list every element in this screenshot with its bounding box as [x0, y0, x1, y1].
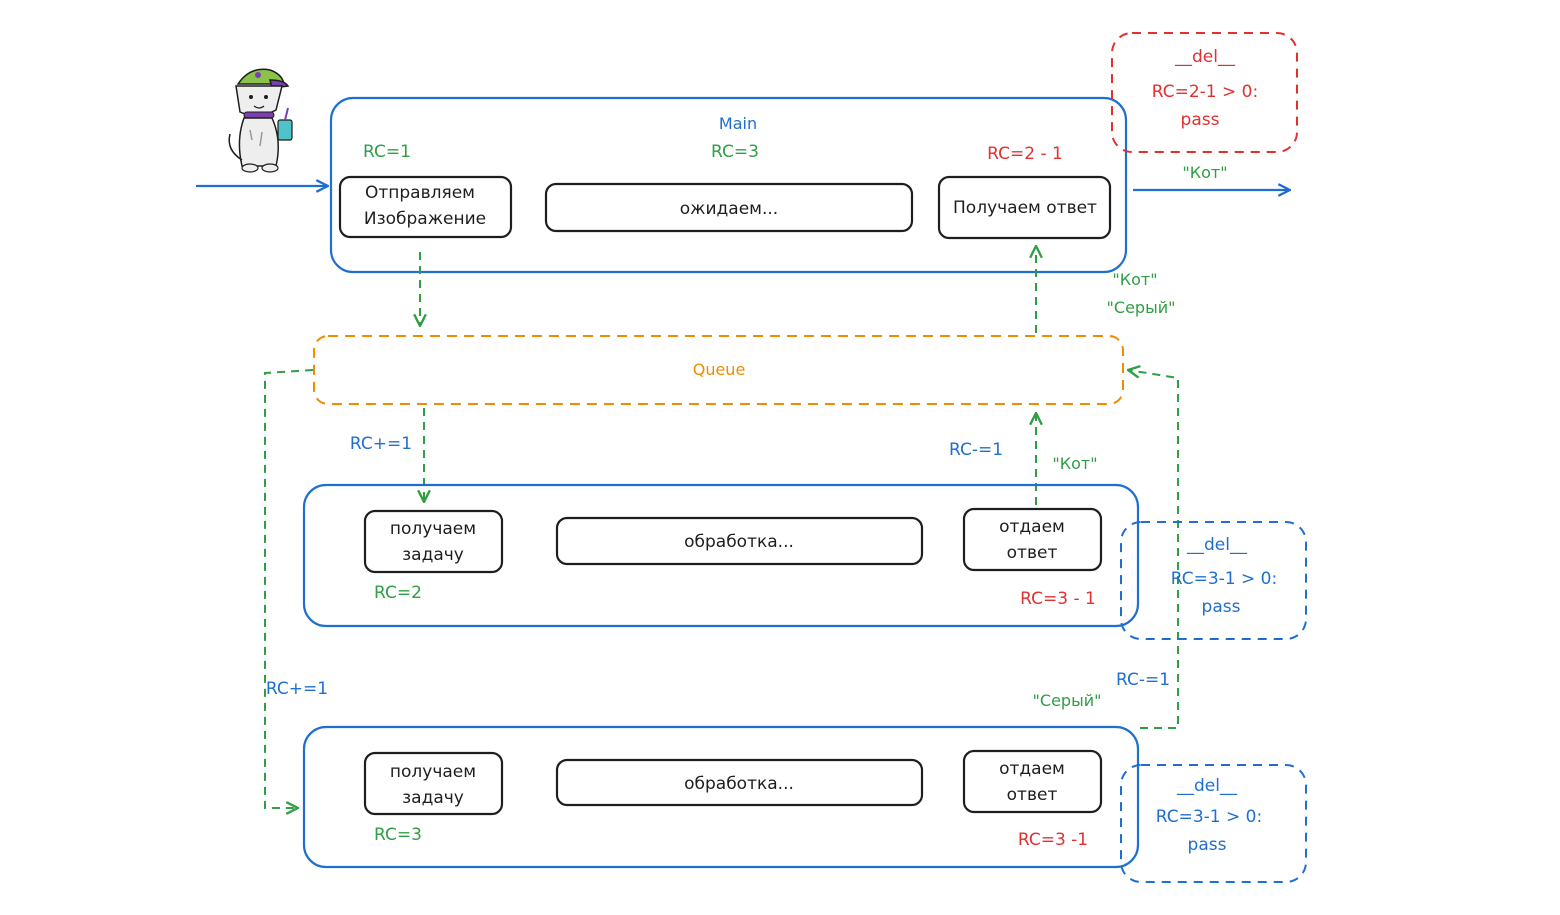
del-worker1-line2: pass [1202, 597, 1241, 617]
del-worker1-title: __del__ [1186, 535, 1247, 555]
worker1-rc-in-label: RC+=1 [350, 434, 412, 454]
worker2-rc-start: RC=3 [374, 825, 422, 845]
worker1-give-answer-line2: ответ [1007, 543, 1058, 563]
send-image-step [338, 175, 513, 239]
worker2-get-task-line1: получаем [390, 762, 476, 782]
worker1-result-label: "Кот" [1052, 454, 1097, 473]
del-main-line1: RC=2-1 > 0: [1152, 82, 1258, 102]
worker1-rc-start: RC=2 [374, 583, 422, 603]
worker1-rc-end: RC=3 - 1 [1020, 589, 1096, 609]
worker2-rc-out-label: RC-=1 [1116, 670, 1170, 690]
queue-title: Queue [693, 360, 746, 379]
worker1-process: получаем задачу обработка... отдаем отве… [302, 483, 1140, 628]
main-rc-start: RC=1 [363, 142, 411, 162]
wait-step-label: ожидаем... [680, 199, 778, 219]
worker2-result-label: "Серый" [1033, 691, 1102, 710]
receive-answer-step [937, 175, 1112, 240]
worker1-get-task-line2: задачу [402, 545, 464, 565]
del-worker1-line1: RC=3-1 > 0: [1171, 569, 1277, 589]
del-worker2-box: __del__ RC=3-1 > 0: pass [1120, 764, 1307, 883]
worker2-rc-in-label: RC+=1 [266, 679, 328, 699]
del-main-line2: pass [1181, 110, 1220, 130]
return-label-2: "Серый" [1107, 298, 1176, 317]
worker1-box [302, 483, 1140, 628]
main-rc-end: RC=2 - 1 [987, 144, 1063, 164]
worker2-process-step [555, 758, 924, 807]
del-worker1-box: __del__ RC=3-1 > 0: pass [1120, 521, 1307, 640]
del-main-box: __del__ RC=2-1 > 0: pass [1111, 32, 1298, 153]
send-image-line2: Изображение [364, 209, 486, 229]
worker2-give-answer-line1: отдаем [999, 759, 1065, 779]
main-process-box [329, 96, 1128, 274]
worker1-get-task-line1: получаем [390, 519, 476, 539]
worker1-process-step [555, 516, 924, 566]
worker2-to-queue-arrow [1128, 370, 1179, 729]
worker2-give-answer-line2: ответ [1007, 785, 1058, 805]
output-label: "Кот" [1182, 163, 1227, 182]
main-process: Main RC=1 RC=3 RC=2 - 1 Отправляем Изобр… [329, 96, 1128, 274]
main-title: Main [719, 114, 757, 133]
worker2-box [302, 725, 1140, 869]
receive-answer-label: Получаем ответ [953, 198, 1097, 218]
worker1-give-answer-step [962, 507, 1103, 572]
del-worker2-line2: pass [1188, 835, 1227, 855]
del-worker2-line1: RC=3-1 > 0: [1156, 807, 1262, 827]
del-main-title: __del__ [1174, 47, 1235, 67]
worker2-rc-end: RC=3 -1 [1018, 830, 1088, 850]
cat-mascot-icon [228, 68, 293, 173]
worker2-get-task-line2: задачу [402, 788, 464, 808]
worker1-give-answer-line1: отдаем [999, 517, 1065, 537]
worker2-process-label: обработка... [684, 774, 794, 794]
worker2-get-task-step [363, 751, 504, 816]
worker1-get-task-step [363, 509, 504, 574]
return-label-1: "Кот" [1112, 270, 1157, 289]
worker1-rc-out-label: RC-=1 [949, 440, 1003, 460]
queue-box: Queue [313, 335, 1124, 405]
del-worker2-title: __del__ [1176, 776, 1237, 796]
send-image-line1: Отправляем [365, 183, 475, 203]
wait-step [544, 182, 914, 233]
worker2-give-answer-step [962, 749, 1103, 814]
main-rc-wait: RC=3 [711, 142, 759, 162]
worker1-process-label: обработка... [684, 532, 794, 552]
worker2-process: получаем задачу обработка... отдаем отве… [302, 725, 1140, 869]
